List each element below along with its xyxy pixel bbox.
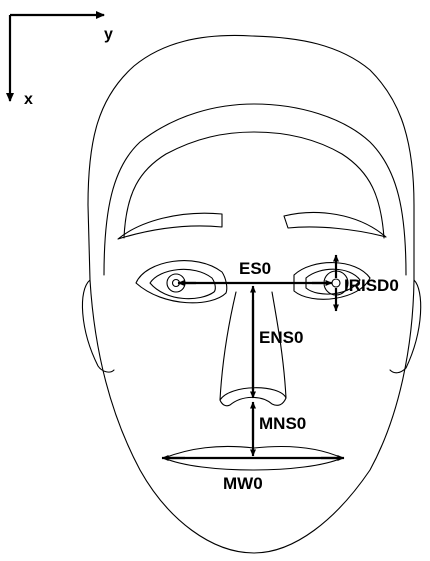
- y-axis-label: y: [104, 26, 113, 43]
- x-axis-label: x: [24, 91, 33, 108]
- eye-separation-label: ES0: [239, 259, 271, 278]
- left-eye-outline: [136, 261, 227, 303]
- left-ear: [82, 280, 114, 372]
- lower-lip: [164, 458, 342, 470]
- hairline: [104, 104, 406, 275]
- measurements: [162, 255, 344, 458]
- nose-left-line: [220, 292, 236, 400]
- mouth-nose-separation-label: MNS0: [259, 414, 306, 433]
- mouth-width-label: MW0: [223, 474, 263, 493]
- eye-nose-separation-label: ENS0: [259, 328, 303, 347]
- hairline-inner: [124, 132, 384, 238]
- eyebrows: [118, 212, 386, 239]
- iris-diameter-label: IRISD0: [344, 276, 399, 295]
- left-eyebrow: [118, 213, 222, 239]
- right-eyebrow: [284, 212, 386, 237]
- right-pupil: [332, 279, 340, 287]
- coordinate-axes: y x: [10, 15, 113, 108]
